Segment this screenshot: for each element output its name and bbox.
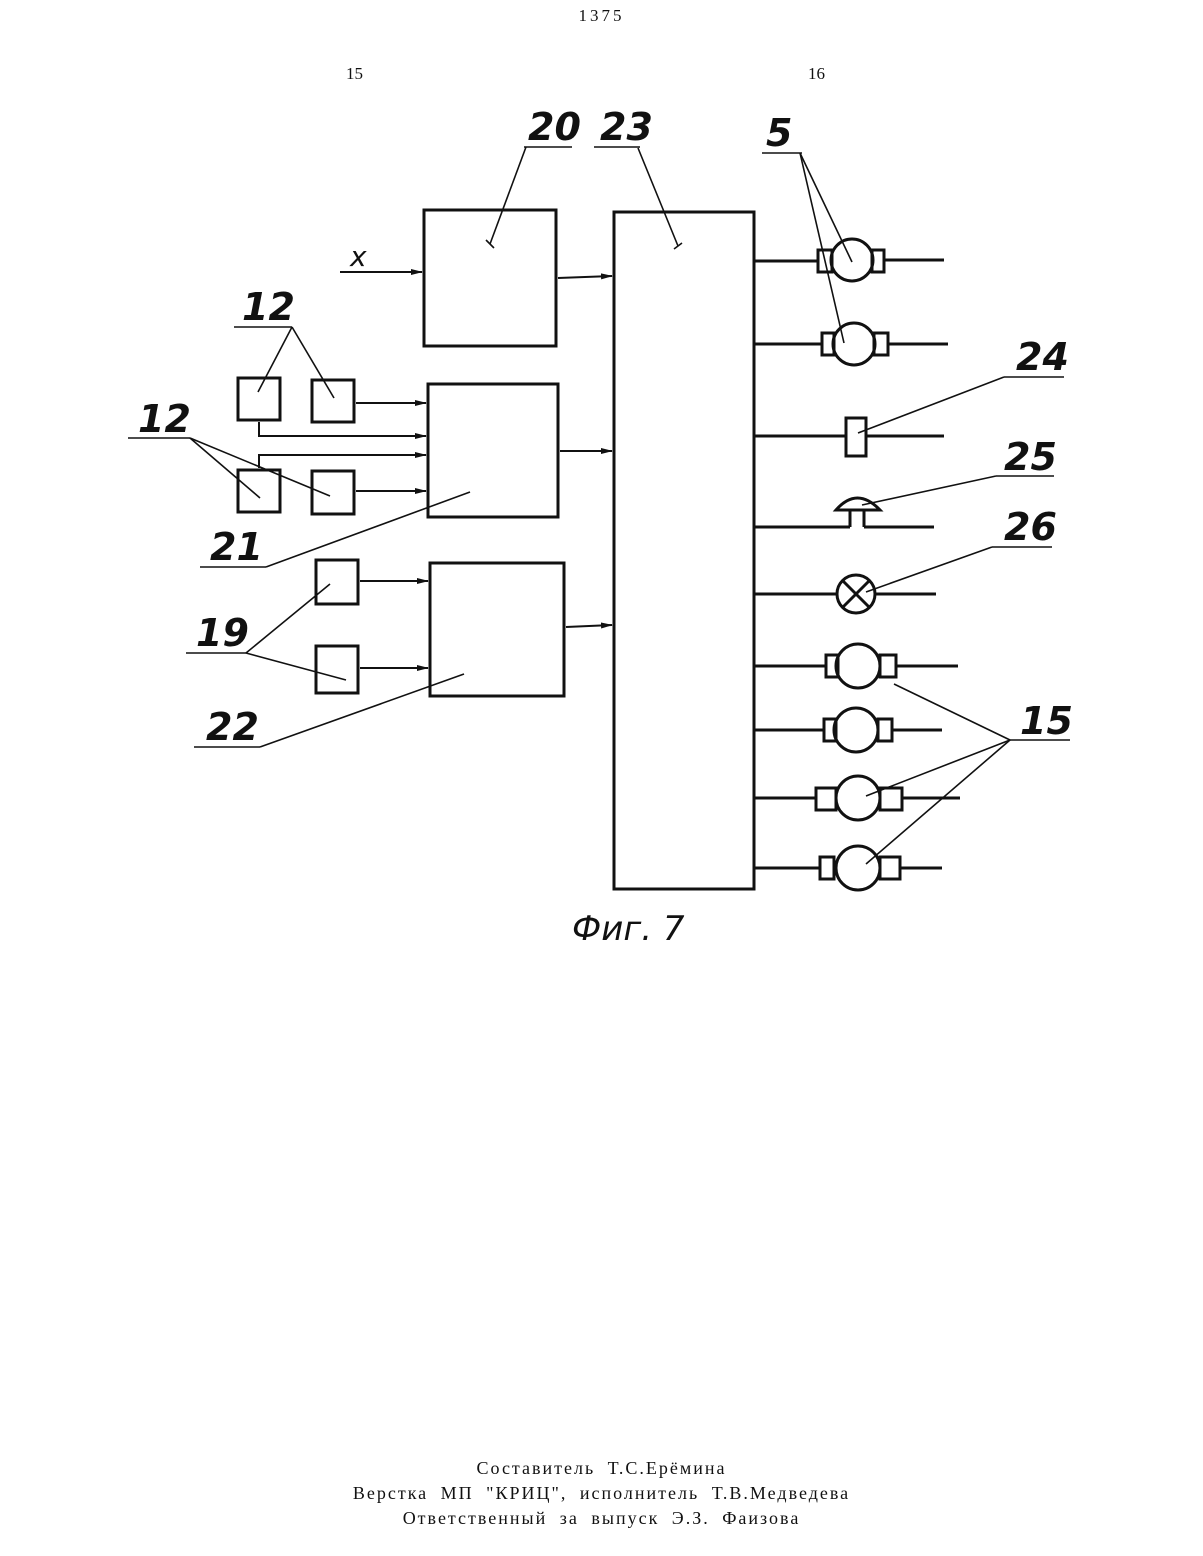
motor-15-b xyxy=(834,708,878,752)
link-12c-21 xyxy=(259,455,426,468)
motor-15-a-right xyxy=(880,655,896,677)
motor-5-a xyxy=(831,239,873,281)
label-25: 25 xyxy=(1004,435,1057,479)
motor-15-c xyxy=(836,776,880,820)
footer-responsible: Ответственный за выпуск Э.З. Фаизова xyxy=(0,1508,1203,1529)
element-25 xyxy=(836,498,880,510)
label-24: 24 xyxy=(1016,335,1069,379)
label-23: 23 xyxy=(600,105,653,149)
sensor-19-b xyxy=(316,646,358,693)
motor-15-c-right xyxy=(880,788,902,810)
label-15: 15 xyxy=(1020,699,1073,743)
label-12-upper: 12 xyxy=(242,285,295,329)
label-19: 19 xyxy=(196,611,249,655)
block-22 xyxy=(430,563,564,696)
motor-15-d-right xyxy=(880,857,900,879)
link-20-23 xyxy=(558,276,612,278)
block-diagram: 20 23 5 x 12 12 24 25 26 21 19 22 15 Фиг… xyxy=(0,0,1203,1000)
label-12-lower: 12 xyxy=(138,397,191,441)
label-21: 21 xyxy=(210,525,263,569)
sensor-12-d xyxy=(312,471,354,514)
label-20: 20 xyxy=(528,105,581,149)
motor-15-b-right xyxy=(878,719,892,741)
motor-15-c-left xyxy=(816,788,836,810)
motor-15-a xyxy=(836,644,880,688)
motor-15-d xyxy=(836,846,880,890)
sensor-12-a xyxy=(238,378,280,420)
label-5: 5 xyxy=(766,111,792,155)
input-x-label: x xyxy=(349,240,367,273)
block-21 xyxy=(428,384,558,517)
element-24 xyxy=(846,418,866,456)
sensor-19-a xyxy=(316,560,358,604)
block-20 xyxy=(424,210,556,346)
sensor-12-b xyxy=(312,380,354,422)
motor-15-d-left xyxy=(820,857,834,879)
figure-caption: Фиг. 7 xyxy=(572,909,685,949)
sensor-12-c xyxy=(238,470,280,512)
footer-layout: Верстка МП "КРИЦ", исполнитель Т.В.Медве… xyxy=(0,1483,1203,1504)
label-26: 26 xyxy=(1004,505,1057,549)
link-12a-21 xyxy=(259,422,426,436)
link-22-23 xyxy=(566,625,612,627)
footer-compiler: Составитель Т.С.Ерёмина xyxy=(0,1458,1203,1479)
label-22: 22 xyxy=(206,705,259,749)
block-23 xyxy=(614,212,754,889)
motor-5-b xyxy=(833,323,875,365)
